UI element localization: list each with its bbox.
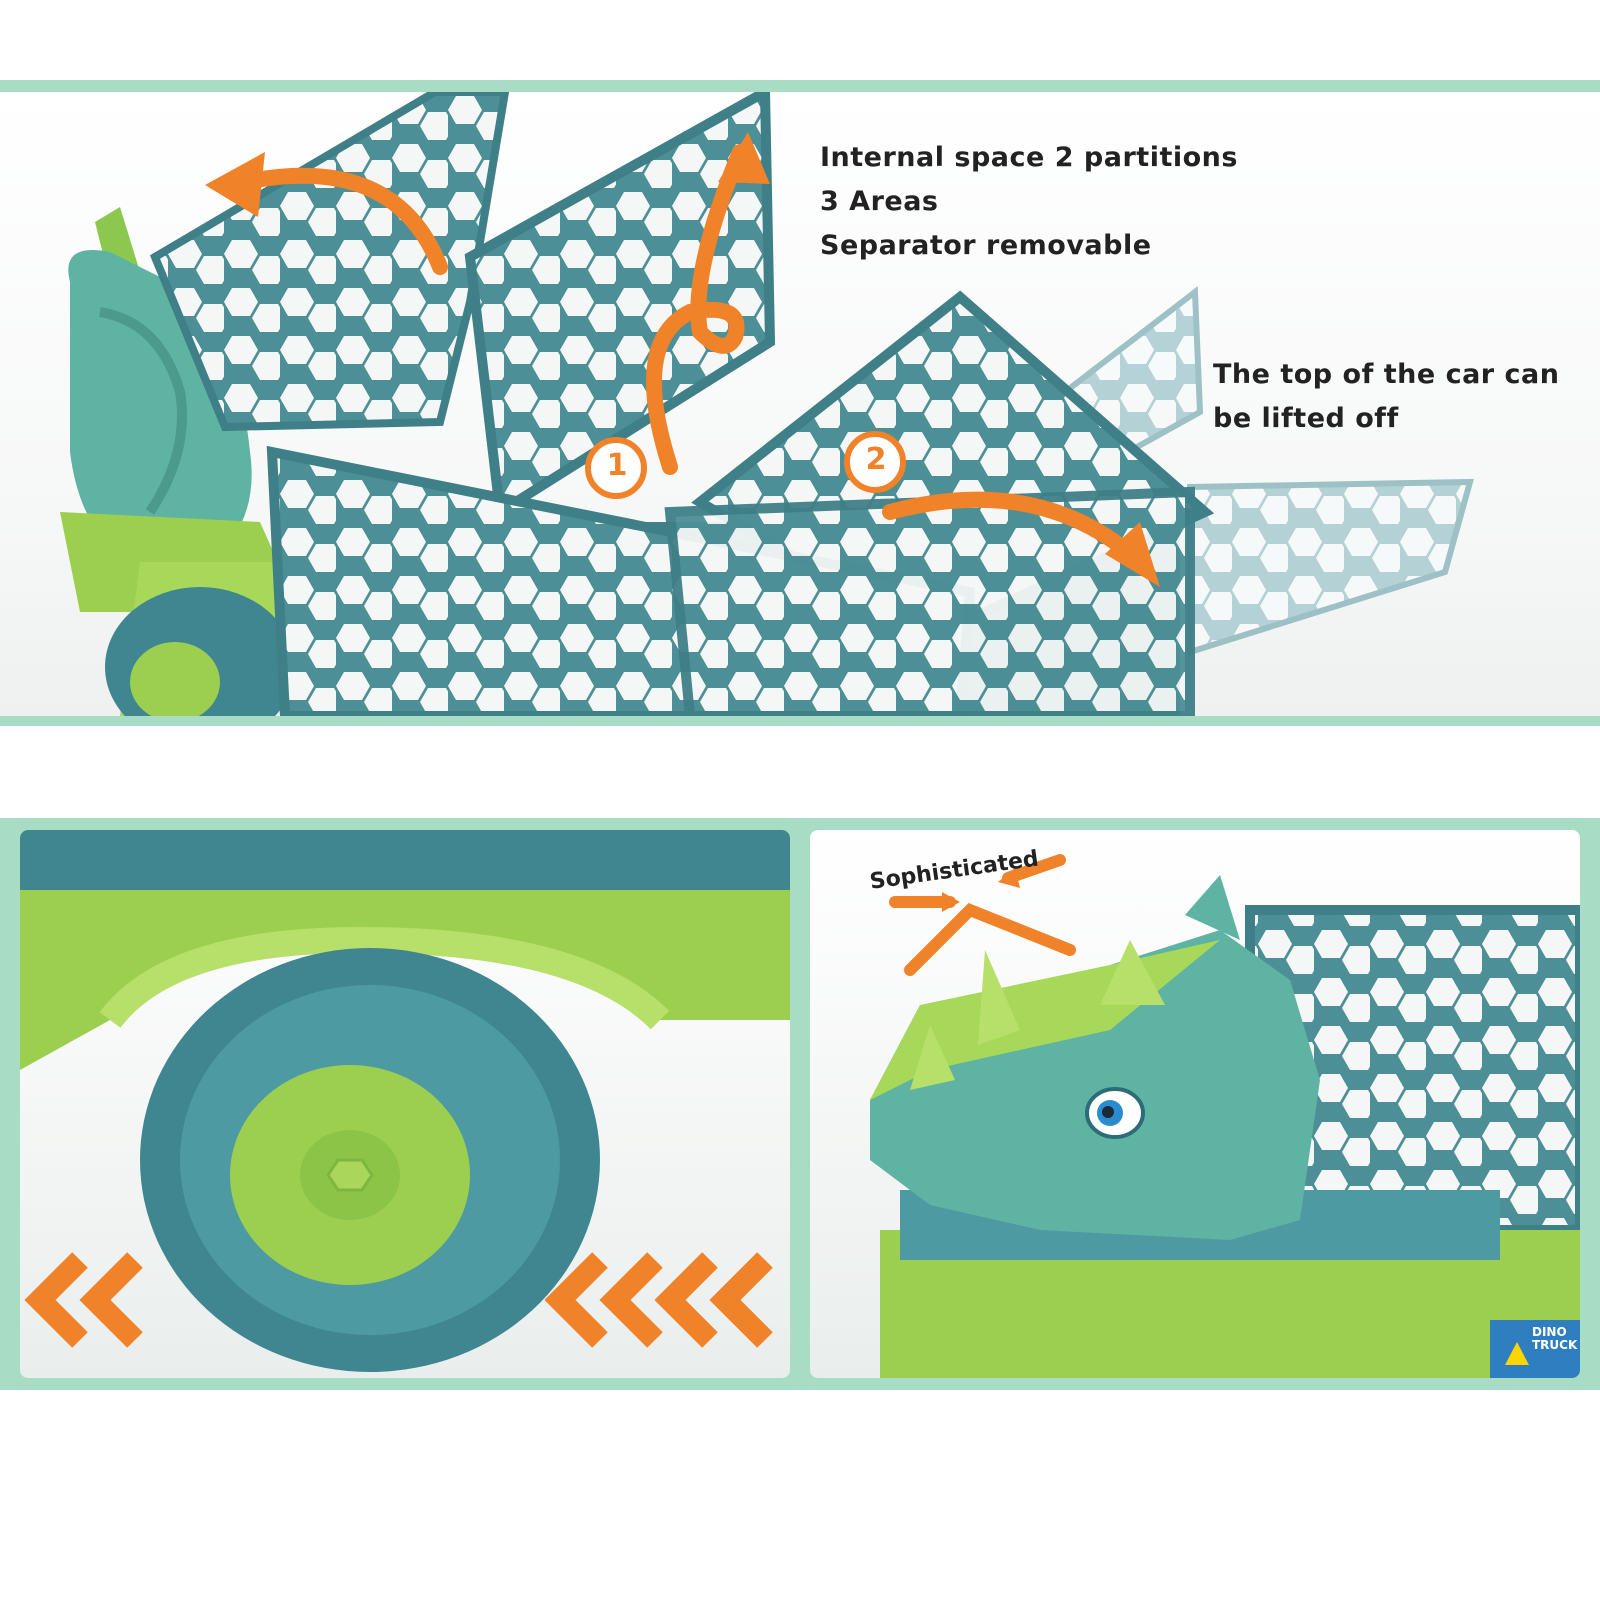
callout-arrow-heads	[942, 868, 1020, 912]
wheel-illustration	[20, 830, 790, 1372]
dino-head-closeup-photo: Sophisticated DINO TRUCK	[810, 830, 1580, 1378]
top-band-lower	[0, 716, 1600, 726]
warning-badge-text: DINO TRUCK	[1532, 1326, 1577, 1352]
warning-badge	[1490, 1320, 1580, 1378]
motion-chevrons-left	[24, 1252, 143, 1348]
rear-lift-arrow	[237, 167, 448, 275]
lift-line-1: The top of the car can	[1213, 359, 1560, 390]
lift-caption: The top of the car can be lifted off	[1213, 353, 1559, 441]
top-panel-cage-photo: 1 2 Internal space 2 partitions 3 Areas …	[0, 92, 1600, 716]
step-marker-1-label: 1	[606, 448, 628, 483]
badge-line-1: DINO	[1532, 1325, 1567, 1339]
frill-spike	[1185, 875, 1240, 940]
nose-horn	[910, 1025, 955, 1090]
right-brow-horn	[1100, 940, 1165, 1005]
arrow-heads	[205, 132, 1160, 587]
wheel-closeup-photo	[20, 830, 790, 1378]
step-marker-2	[844, 431, 906, 493]
feature-caption: Internal space 2 partitions 3 Areas Sepa…	[820, 136, 1238, 268]
cage-front-box	[664, 486, 1195, 716]
top-band-upper	[0, 80, 1600, 92]
badge-line-2: TRUCK	[1532, 1338, 1578, 1352]
feature-line-separator: Separator removable	[820, 230, 1152, 261]
tire	[140, 948, 600, 1372]
triceratops-head	[870, 875, 1320, 1240]
feature-line-areas: 3 Areas	[820, 186, 939, 217]
lid-open-arrow	[882, 491, 1148, 570]
separator-lift-arrow	[646, 144, 748, 475]
motion-chevrons-right	[544, 1252, 773, 1348]
left-brow-horn	[978, 950, 1020, 1045]
truck-cage-illustration	[60, 92, 1474, 716]
step-marker-1	[585, 437, 647, 499]
lift-line-2: be lifted off	[1213, 403, 1399, 434]
feature-line-partitions: Internal space 2 partitions	[820, 142, 1238, 173]
dino-head-illustration	[870, 854, 1580, 1378]
separator-panel	[464, 92, 776, 521]
step-marker-2-label: 2	[865, 442, 887, 477]
lift-arrows	[237, 144, 1148, 570]
rear-roof-panel	[149, 92, 510, 432]
